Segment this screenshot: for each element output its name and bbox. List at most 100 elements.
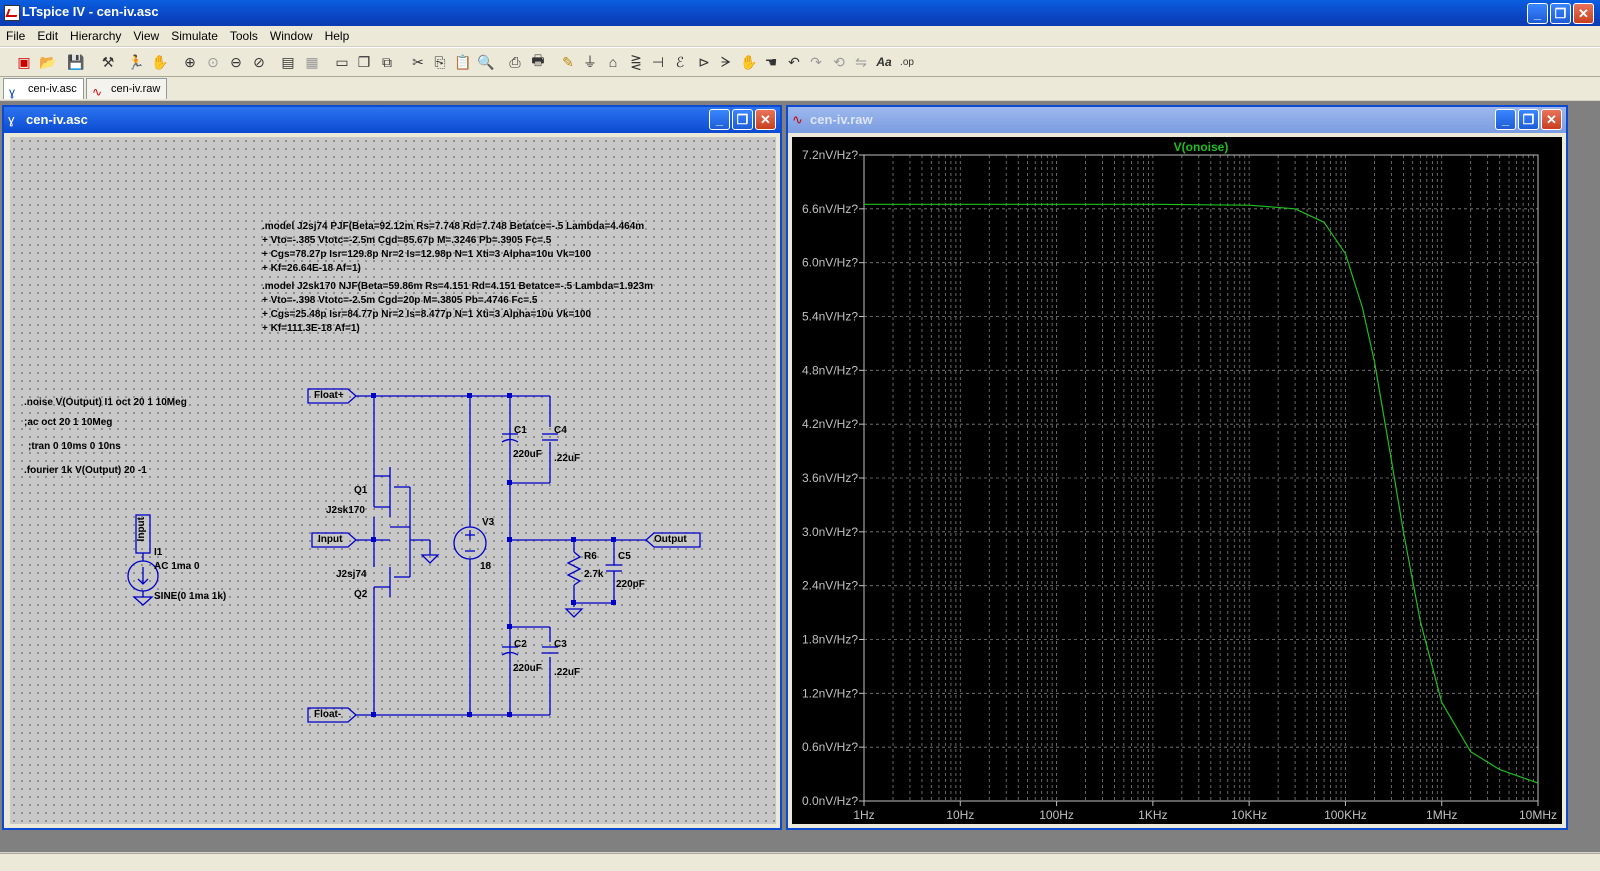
q1-model[interactable]: J2sk170 <box>326 505 365 516</box>
model-line: + Kf=111.3E-18 Af=1) <box>262 323 360 334</box>
q2-label[interactable]: Q2 <box>354 589 368 600</box>
c1-label[interactable]: C1 <box>514 425 527 436</box>
c3-label[interactable]: C3 <box>554 639 567 650</box>
menu-help[interactable]: Help <box>324 29 350 43</box>
close-all-icon[interactable]: ⧉ <box>382 53 392 70</box>
c2-value[interactable]: 220uF <box>513 663 542 674</box>
copy-icon[interactable]: ⎘ <box>434 53 446 70</box>
zoom-out-icon[interactable]: ⊖ <box>230 53 242 70</box>
diode-icon[interactable]: ⊳ <box>698 53 710 70</box>
float-minus-flag <box>307 707 357 723</box>
cascade-icon[interactable]: ❐ <box>357 53 371 70</box>
input-port-flag <box>311 532 357 548</box>
c4-label[interactable]: C4 <box>554 425 567 436</box>
i1-label[interactable]: I1 <box>154 547 163 558</box>
tile-horizontal-icon[interactable]: ▭ <box>335 53 349 70</box>
ac-directive[interactable]: ;ac oct 20 1 10Meg <box>24 417 113 428</box>
restore-icon[interactable]: ❐ <box>1518 109 1539 130</box>
save-icon[interactable]: 💾 <box>67 53 85 70</box>
noise-plot[interactable]: 0.0nV/Hz?0.6nV/Hz?1.2nV/Hz?1.8nV/Hz?2.4n… <box>792 137 1562 824</box>
r6-value[interactable]: 2.7k <box>584 569 604 580</box>
minimize-icon[interactable]: _ <box>709 109 730 130</box>
undo-icon[interactable]: ↶ <box>788 53 800 70</box>
cut-icon[interactable]: ✂ <box>412 53 424 70</box>
close-icon[interactable]: ✕ <box>1541 109 1562 130</box>
model-line: + Cgs=78.27p Isr=129.8p Nr=2 Is=12.98p N… <box>262 249 591 260</box>
v3-value[interactable]: 18 <box>480 561 492 572</box>
model-line: .model J2sj74 PJF(Beta=92.12m Rs=7.748 R… <box>262 221 645 232</box>
redo-icon[interactable]: ↷ <box>810 53 822 70</box>
c5-label[interactable]: C5 <box>618 551 631 562</box>
noise-directive[interactable]: .noise V(Output) I1 oct 20 1 10Meg <box>24 397 187 408</box>
r6-label[interactable]: R6 <box>584 551 597 562</box>
fourier-directive[interactable]: .fourier 1k V(Output) 20 -1 <box>24 465 147 476</box>
component-icon[interactable]: ᗒ <box>720 53 732 70</box>
mirror-icon[interactable]: ⇋ <box>855 53 867 70</box>
c1-value[interactable]: 220uF <box>513 449 542 460</box>
tab-cen-iv-raw[interactable]: ∿ cen-iv.raw <box>86 78 168 99</box>
model-line: .model J2sk170 NJF(Beta=59.86m Rs=4.151 … <box>262 281 654 292</box>
menu-window[interactable]: Window <box>269 29 313 43</box>
open-icon[interactable]: 📂 <box>39 53 57 70</box>
wire-icon[interactable]: ✎ <box>562 53 574 70</box>
find-icon[interactable]: 🔍 <box>477 53 495 70</box>
restore-icon[interactable]: ❐ <box>732 109 753 130</box>
close-icon[interactable]: ✕ <box>755 109 776 130</box>
move-icon[interactable]: ✋ <box>740 53 758 70</box>
new-schematic-icon[interactable]: ▣ <box>17 53 31 70</box>
menu-view[interactable]: View <box>133 29 160 43</box>
tab-cen-iv-asc[interactable]: ɣ cen-iv.asc <box>3 78 84 99</box>
i1-sine[interactable]: SINE(0 1ma 1k) <box>154 591 227 602</box>
schematic-canvas[interactable]: .model J2sj74 PJF(Beta=92.12m Rs=7.748 R… <box>10 137 776 824</box>
capacitor-icon[interactable]: ⊣ <box>651 53 665 70</box>
tran-directive[interactable]: ;tran 0 10ms 0 10ns <box>28 441 121 452</box>
minimize-icon[interactable]: _ <box>1527 3 1548 24</box>
y-tick-label: 1.8nV/Hz? <box>802 633 858 647</box>
q1-label[interactable]: Q1 <box>354 485 368 496</box>
x-tick-label: 10KHz <box>1231 808 1267 822</box>
x-tick-label: 1KHz <box>1138 808 1167 822</box>
zoom-fit-icon[interactable]: ⊘ <box>253 53 265 70</box>
inductor-icon[interactable]: ℰ <box>675 53 685 70</box>
float-plus-flag <box>307 388 357 404</box>
i1-value[interactable]: AC 1ma 0 <box>154 561 200 572</box>
c4-value[interactable]: .22uF <box>554 453 581 464</box>
output-port-label: Output <box>654 534 687 545</box>
mdi-workspace: ɣ cen-iv.asc _ ❐ ✕ .model J2sj74 PJF(Bet… <box>0 101 1600 852</box>
c5-value[interactable]: 220pF <box>616 579 645 590</box>
drag-icon[interactable]: ☚ <box>764 53 778 70</box>
autorange-icon[interactable]: ▤ <box>281 53 295 70</box>
v3-label[interactable]: V3 <box>482 517 495 528</box>
grid-icon[interactable]: ▦ <box>305 53 319 70</box>
print-icon[interactable]: 🖶 <box>531 52 545 68</box>
menu-hierarchy[interactable]: Hierarchy <box>70 29 122 43</box>
print-preview-icon[interactable]: ⎙ <box>509 53 521 70</box>
minimize-icon[interactable]: _ <box>1495 109 1516 130</box>
c2-label[interactable]: C2 <box>514 639 527 650</box>
ground-icon[interactable]: ⏚ <box>583 54 597 70</box>
c3-value[interactable]: .22uF <box>554 667 581 678</box>
halt-icon[interactable]: ✋ <box>151 53 169 70</box>
tab-label: cen-iv.asc <box>28 83 77 95</box>
paste-icon[interactable]: 📋 <box>454 53 472 70</box>
q2-model[interactable]: J2sj74 <box>336 569 367 580</box>
run-icon[interactable]: 🏃 <box>127 53 145 70</box>
menu-simulate[interactable]: Simulate <box>171 29 218 43</box>
menu-file[interactable]: File <box>6 29 26 43</box>
spice-directive-icon[interactable]: .op <box>900 56 914 68</box>
menu-tools[interactable]: Tools <box>229 29 258 43</box>
y-tick-label: 6.0nV/Hz? <box>802 256 858 270</box>
rotate-icon[interactable]: ⟲ <box>833 53 845 70</box>
waveform-plot-pane[interactable]: 0.0nV/Hz?0.6nV/Hz?1.2nV/Hz?1.8nV/Hz?2.4n… <box>792 137 1562 824</box>
menu-edit[interactable]: Edit <box>37 29 59 43</box>
zoom-in-icon[interactable]: ⊕ <box>184 53 196 70</box>
control-panel-icon[interactable]: ⚒ <box>101 53 115 70</box>
label-net-icon[interactable]: ⌂ <box>608 54 618 70</box>
waveform-window-title: cen-iv.raw <box>810 112 873 127</box>
text-icon[interactable]: Aa <box>876 55 892 69</box>
resistor-icon[interactable]: ⋛ <box>630 53 642 70</box>
restore-icon[interactable]: ❐ <box>1550 3 1571 24</box>
pan-icon[interactable]: ⊙ <box>207 53 219 70</box>
close-icon[interactable]: ✕ <box>1573 3 1594 24</box>
y-tick-label: 4.2nV/Hz? <box>802 417 858 431</box>
